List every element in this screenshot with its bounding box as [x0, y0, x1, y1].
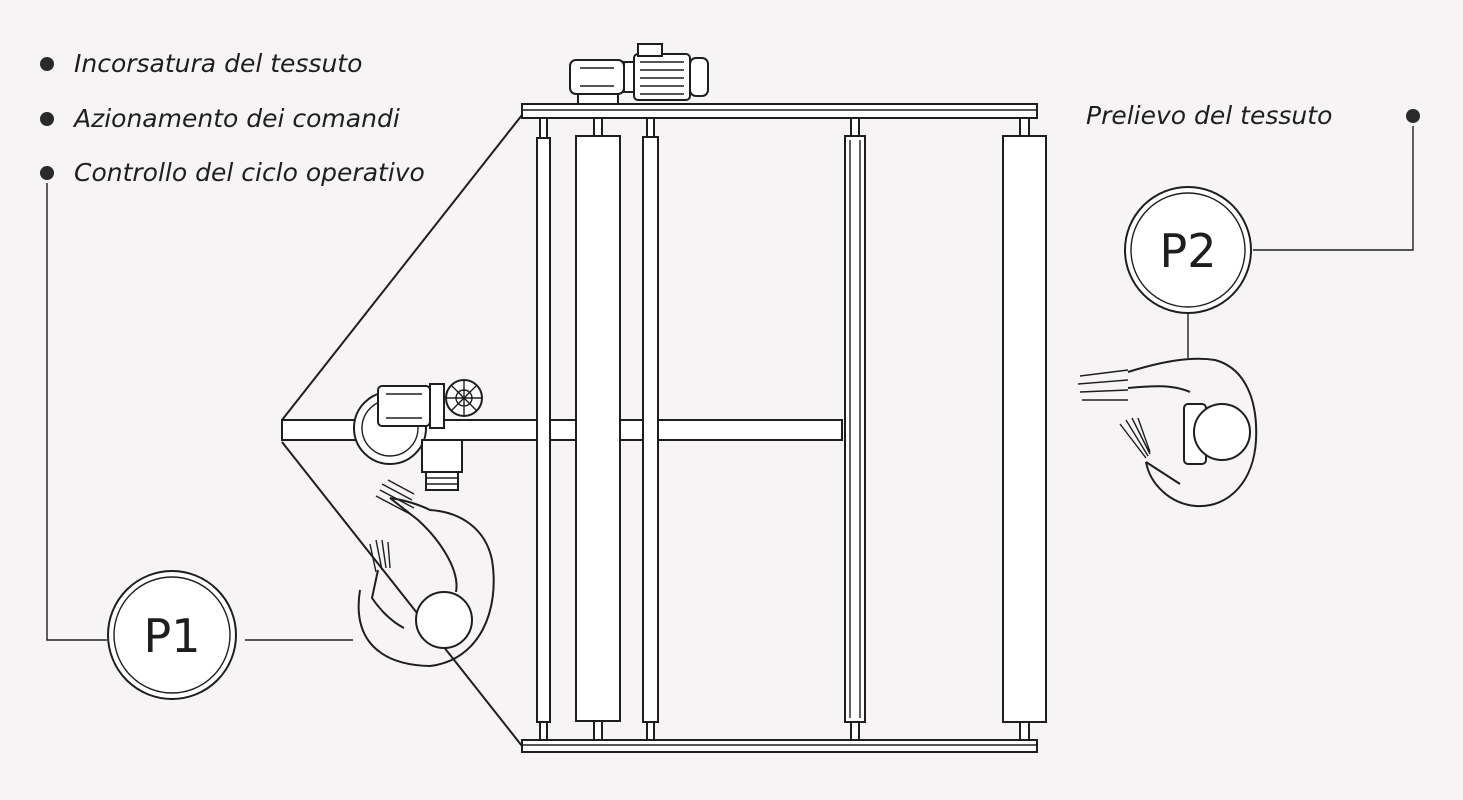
operator-head: [1193, 403, 1251, 461]
task-label-threading: Incorsatura del tessuto: [74, 49, 362, 78]
bullet-icon: [1406, 109, 1420, 123]
roller-large-1: [575, 135, 621, 722]
legend-p2: Prelievo del tessuto: [1086, 101, 1420, 130]
hand-icon: [1077, 369, 1129, 401]
operator-p1-figure: [357, 479, 495, 668]
side-guide-upper: [281, 114, 523, 421]
leader-line-p1: [46, 183, 107, 641]
motor-left: [353, 379, 483, 491]
roller-medium: [844, 135, 866, 723]
position-label-p2: P2: [1159, 224, 1216, 278]
operator-head: [415, 591, 473, 649]
leader-line-p2: [1253, 126, 1414, 251]
hand-icon: [375, 479, 415, 515]
side-guide-lower: [281, 441, 523, 747]
motor-top: [569, 43, 709, 105]
hand-icon: [369, 539, 391, 573]
motor-body-left: [377, 385, 431, 427]
leader-lines: [46, 126, 1414, 641]
roller-thin-2: [642, 136, 659, 723]
bullet-icon: [40, 112, 54, 126]
motor-body-top: [633, 53, 691, 101]
position-badge-p2: P2: [1124, 186, 1252, 314]
gearbox-top: [569, 59, 625, 95]
top-beam: [521, 103, 1038, 119]
bullet-icon: [40, 57, 54, 71]
hand-icon: [1119, 417, 1151, 459]
operator-p2-figure: [1077, 357, 1258, 508]
roller-large-2: [1002, 135, 1047, 723]
task-label-controls: Azionamento dei comandi: [72, 104, 400, 133]
bullet-icon: [40, 166, 54, 180]
operator-body: [1127, 357, 1258, 508]
position-badge-p1: P1: [107, 570, 237, 700]
position-label-p1: P1: [143, 609, 200, 663]
operator-body: [357, 497, 495, 668]
task-label-fabric-pickup: Prelievo del tessuto: [1086, 101, 1332, 130]
legend-p1: Incorsatura del tessuto Azionamento dei …: [40, 49, 425, 187]
roller-shafts: [539, 117, 1030, 741]
task-label-cycle-check: Controllo del ciclo operativo: [74, 158, 425, 187]
machine-frame: [281, 103, 1047, 753]
roller-thin-1: [536, 137, 551, 723]
gearbox-left: [421, 439, 463, 473]
bottom-beam: [521, 739, 1038, 753]
